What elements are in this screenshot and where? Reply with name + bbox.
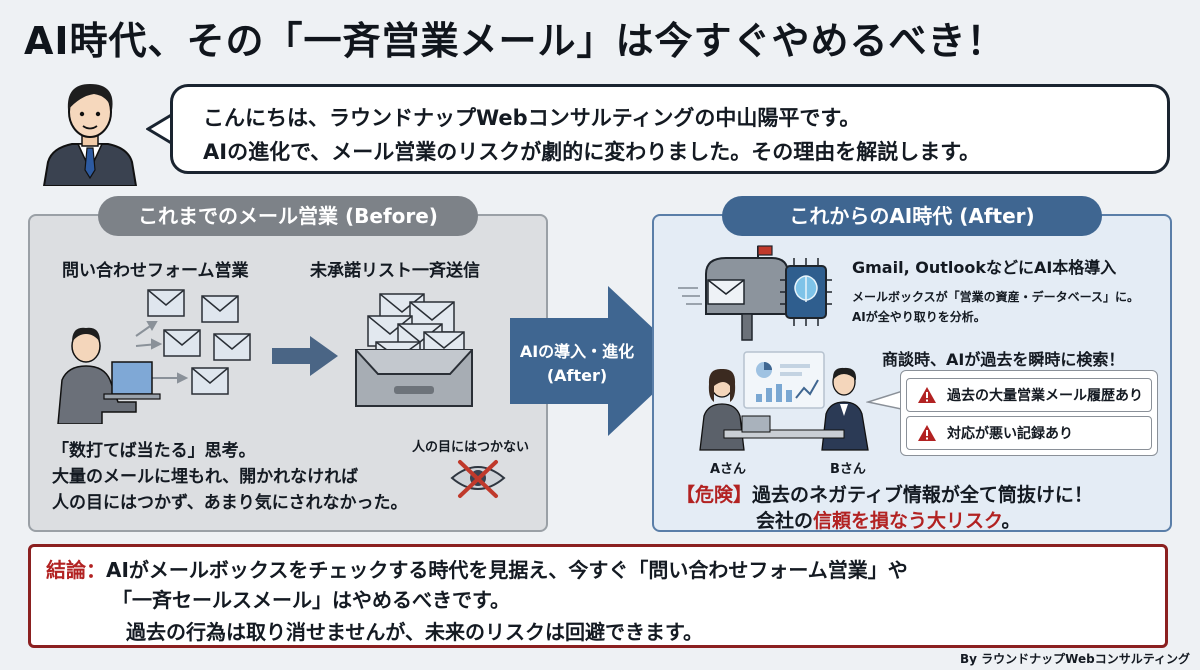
ai-mailbox-illustration [678, 245, 832, 341]
ai-transition-arrow [510, 286, 688, 436]
conclusion-line-3: 過去の行為は取り消せませんが、未来のリスクは回避できます。 [126, 620, 703, 644]
warning-bad-response: 対応が悪い記録あり [906, 416, 1152, 450]
warning-icon [918, 425, 936, 441]
unseen-label: 人の目にはつかない [412, 440, 530, 455]
before-text-3: 人の目にはつかず、あまり気にされなかった。 [52, 493, 408, 513]
credit-text: By ラウンドナップWebコンサルティング [960, 652, 1190, 666]
after-header: これからのAI時代 (After) [722, 196, 1102, 236]
before-header: これまでのメール営業 (Before) [98, 196, 478, 236]
before-text-2: 大量のメールに埋もれ、開かれなければ [52, 467, 359, 487]
danger-label: 【危険】 [676, 484, 753, 506]
method-form-sales-label: 問い合わせフォーム営業 [62, 261, 249, 281]
person-a-label: Aさん [710, 462, 747, 477]
arrow-label-line-2: (After) [546, 366, 608, 385]
ai-search-text: 商談時、AIが過去を瞬時に検索！ [882, 350, 1125, 369]
danger-text-2-prefix: 会社の [756, 510, 814, 532]
ai-transition-label: AIの導入・進化 (After) [514, 340, 640, 388]
arrow-label-line-1: AIの導入・進化 [519, 342, 635, 361]
page-title: AI時代、その「一斉営業メール」は今すぐやめるべき！ [24, 19, 1006, 63]
after-headline: Gmail, OutlookなどにAI本格導入 [852, 258, 1117, 277]
crossed-eye-icon [450, 460, 506, 498]
after-sub-1: メールボックスが「営業の資産・データベース」に。 [852, 290, 1140, 304]
speech-bubble: こんにちは、ラウンドナップWebコンサルティングの中山陽平です。 AIの進化で、… [170, 84, 1170, 174]
meeting-illustration [699, 351, 869, 451]
method-bulk-send-label: 未承諾リスト一斉送信 [310, 261, 480, 281]
danger-text-2-suffix: 。 [1001, 510, 1021, 532]
before-flow-arrow [272, 336, 338, 376]
conclusion-line-2: 「一斉セールスメール」はやめるべきです。 [112, 588, 510, 612]
inbox-tray-icon [355, 293, 473, 407]
conclusion-box [28, 544, 1168, 648]
danger-line-1: 【危険】過去のネガティブ情報が全て筒抜けに！ [676, 480, 1093, 507]
conclusion-label: 結論： [46, 558, 106, 582]
bubble-tail [146, 112, 174, 146]
warning-pointer [866, 389, 906, 411]
danger-highlight: 信頼を損なう大リスク [813, 510, 1002, 532]
greeting-line-1: こんにちは、ラウンドナップWebコンサルティングの中山陽平です。 [203, 106, 861, 130]
presenter-avatar [42, 84, 138, 186]
before-explanation: 「数打てば当たる」思考。 大量のメールに埋もれ、開かれなければ 人の目にはつかず… [52, 438, 407, 516]
after-sub-2: AIが全やり取りを分析。 [852, 310, 986, 324]
greeting-line-2: AIの進化で、メール営業のリスクが劇的に変わりました。その理由を解説します。 [203, 140, 981, 164]
danger-line-2: 会社の信頼を損なう大リスク。 [756, 506, 1021, 533]
conclusion-text-1: AIがメールボックスをチェックする時代を見据え、今すぐ「問い合わせフォーム営業」… [106, 558, 908, 582]
sender-illustration [57, 289, 251, 424]
before-text-1: 「数打てば当たる」思考。 [52, 441, 256, 461]
warning-icon [918, 387, 936, 403]
warning-text-2: 対応が悪い記録あり [947, 426, 1073, 442]
danger-text-1: 過去のネガティブ情報が全て筒抜けに！ [752, 484, 1093, 506]
warning-text-1: 過去の大量営業メール履歴あり [947, 388, 1143, 404]
person-b-label: Bさん [830, 462, 866, 477]
conclusion-line-1: 結論：AIがメールボックスをチェックする時代を見据え、今すぐ「問い合わせフォーム… [46, 554, 908, 583]
warning-mass-emails: 過去の大量営業メール履歴あり [906, 378, 1152, 412]
